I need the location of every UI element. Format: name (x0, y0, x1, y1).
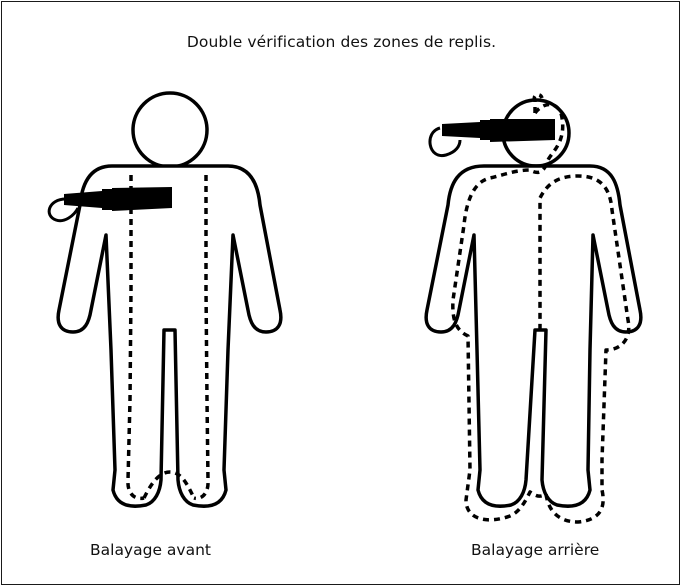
front-scan-caption: Balayage avant (90, 541, 211, 559)
back-body-outline (426, 166, 641, 506)
back-scan-caption: Balayage arrière (471, 541, 599, 559)
